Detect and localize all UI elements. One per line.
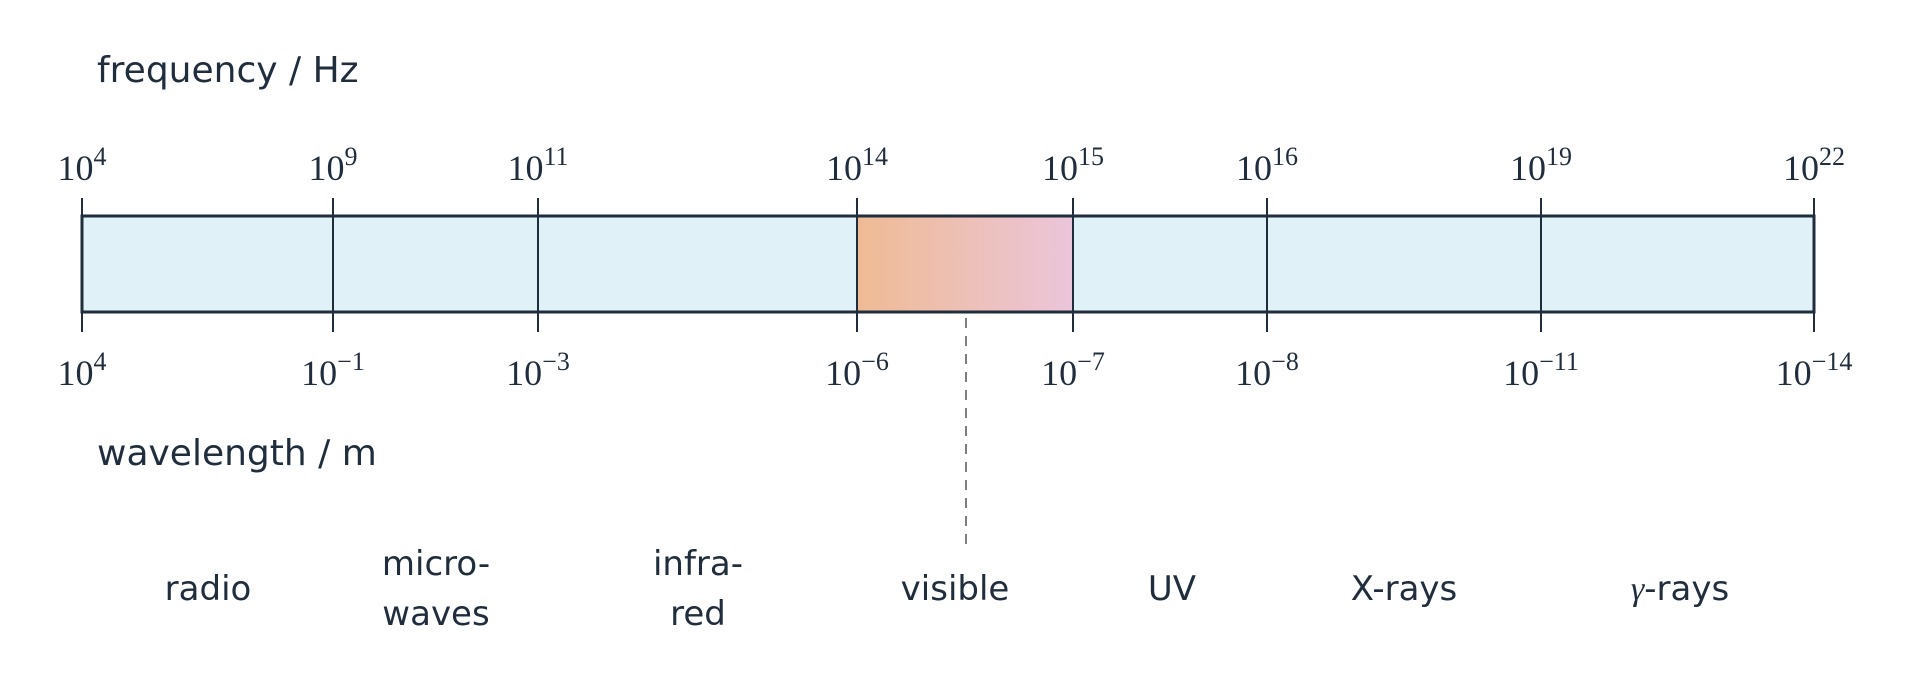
wavelength-axis-title: wavelength / m: [97, 433, 377, 474]
wavelength-tick-label-1: 104: [58, 347, 107, 393]
region-label-7-line-1: γ-rays: [1631, 569, 1729, 609]
region-label-6-line-1: X-rays: [1351, 569, 1458, 609]
region-label-1: radio: [165, 569, 252, 609]
spectrum-band: [80, 214, 1816, 550]
region-label-5-line-1: UV: [1148, 569, 1196, 609]
wavelength-tick-label-6: 10−8: [1235, 347, 1299, 393]
wavelength-tick-label-5: 10−7: [1041, 347, 1105, 393]
region-label-4: visible: [901, 569, 1010, 609]
frequency-tick-label-6: 1016: [1236, 142, 1298, 188]
region-label-3-line-2: red: [670, 594, 726, 634]
frequency-tick-label-1: 104: [58, 142, 107, 188]
visible-band-segment: [857, 216, 1073, 312]
frequency-tick-label-8: 1022: [1783, 142, 1845, 188]
frequency-tick-label-5: 1015: [1042, 142, 1104, 188]
frequency-tick-label-4: 1014: [826, 142, 888, 188]
frequency-tick-labels: 104 109 1011 1014 1015 1016 1019 1022: [58, 142, 1846, 188]
region-label-7: γ-rays: [1631, 569, 1729, 609]
frequency-tick-label-7: 1019: [1510, 142, 1572, 188]
region-label-3-line-1: infra-: [653, 544, 743, 584]
region-label-1-line-1: radio: [165, 569, 252, 609]
wavelength-tick-label-7: 10−11: [1503, 347, 1579, 393]
wavelength-tick-label-2: 10−1: [301, 347, 365, 393]
wavelength-tick-label-3: 10−3: [506, 347, 570, 393]
region-labels: radio micro-waves infra-red visible UV X-rays…: [165, 544, 1729, 634]
region-label-2-line-1: micro-: [382, 544, 490, 584]
region-label-3: infra-red: [653, 544, 743, 634]
frequency-tick-label-3: 1011: [507, 142, 568, 188]
wavelength-tick-label-4: 10−6: [825, 347, 889, 393]
region-label-2: micro-waves: [382, 544, 490, 634]
region-label-6: X-rays: [1351, 569, 1458, 609]
region-label-4-line-1: visible: [901, 569, 1010, 609]
frequency-axis-title: frequency / Hz: [97, 50, 359, 91]
region-label-2-line-2: waves: [382, 594, 489, 634]
tick-marks: [81, 198, 1815, 332]
region-label-5: UV: [1148, 569, 1196, 609]
wavelength-tick-labels: 104 10−1 10−3 10−6 10−7 10−8 10−11 10−14: [58, 347, 1853, 393]
frequency-tick-label-2: 109: [309, 142, 358, 188]
wavelength-tick-label-8: 10−14: [1776, 347, 1853, 393]
